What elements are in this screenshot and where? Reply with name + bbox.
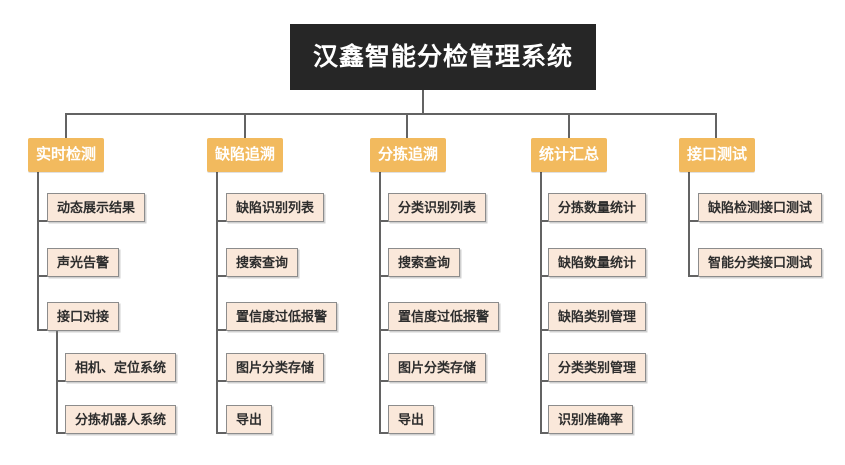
connector-line	[688, 220, 698, 222]
connector-line	[65, 113, 67, 138]
connector-line	[688, 172, 690, 277]
node-defect-quantity-stats[interactable]: 缺陷数量统计	[548, 248, 647, 277]
connector-line	[216, 172, 218, 434]
connector-line	[540, 432, 548, 434]
connector-line	[540, 275, 548, 277]
connector-line	[37, 275, 47, 277]
branch-node-realtime-detection[interactable]: 实时检测	[28, 138, 104, 172]
connector-line	[37, 172, 39, 331]
node-defect-category-management[interactable]: 缺陷类别管理	[548, 302, 647, 331]
connector-line	[37, 329, 56, 331]
node-interface-docking[interactable]: 接口对接	[47, 302, 120, 331]
node-export-defect[interactable]: 导出	[226, 405, 273, 434]
connector-line	[688, 275, 698, 277]
node-image-classified-storage-defect[interactable]: 图片分类存储	[226, 353, 325, 382]
node-defect-detection-api-test[interactable]: 缺陷检测接口测试	[698, 193, 823, 222]
node-sound-light-alarm[interactable]: 声光告警	[47, 248, 120, 277]
connector-line	[540, 172, 542, 434]
branch-node-sorting-trace[interactable]: 分拣追溯	[370, 138, 446, 172]
connector-line	[216, 329, 226, 331]
connector-line	[540, 220, 548, 222]
node-smart-classification-api-test[interactable]: 智能分类接口测试	[698, 248, 823, 277]
node-low-confidence-alarm-defect[interactable]: 置信度过低报警	[226, 302, 338, 331]
connector-line	[216, 432, 226, 434]
node-sorting-robot-system[interactable]: 分拣机器人系统	[65, 405, 177, 434]
root-node-title[interactable]: 汉鑫智能分检管理系统	[290, 24, 596, 90]
connector-line	[56, 380, 65, 382]
node-class-category-management[interactable]: 分类类别管理	[548, 353, 647, 382]
connector-line	[406, 113, 408, 138]
connector-line	[568, 113, 570, 138]
node-recognition-accuracy[interactable]: 识别准确率	[548, 405, 634, 434]
node-dynamic-display-result[interactable]: 动态展示结果	[47, 193, 146, 222]
connector-line	[65, 113, 717, 115]
node-class-recognition-list[interactable]: 分类识别列表	[388, 193, 487, 222]
connector-line	[379, 432, 388, 434]
node-sorting-quantity-stats[interactable]: 分拣数量统计	[548, 193, 647, 222]
node-defect-recognition-list[interactable]: 缺陷识别列表	[226, 193, 325, 222]
node-export-sorting[interactable]: 导出	[388, 405, 435, 434]
connector-line	[540, 329, 548, 331]
node-search-query-sorting[interactable]: 搜索查询	[388, 248, 461, 277]
node-search-query-defect[interactable]: 搜索查询	[226, 248, 299, 277]
branch-node-defect-trace[interactable]: 缺陷追溯	[207, 138, 283, 172]
connector-line	[56, 432, 65, 434]
node-image-classified-storage-sorting[interactable]: 图片分类存储	[388, 353, 487, 382]
node-camera-positioning-system[interactable]: 相机、定位系统	[65, 353, 177, 382]
connector-line	[379, 275, 388, 277]
connector-line	[379, 220, 388, 222]
connector-line	[379, 329, 388, 331]
connector-line	[715, 113, 717, 138]
node-low-confidence-alarm-sorting[interactable]: 置信度过低报警	[388, 302, 500, 331]
branch-node-statistics-summary[interactable]: 统计汇总	[531, 138, 607, 172]
connector-line	[37, 220, 47, 222]
connector-line	[540, 380, 548, 382]
connector-line	[379, 380, 388, 382]
connector-line	[244, 113, 246, 138]
connector-line	[379, 172, 381, 434]
connector-line	[216, 380, 226, 382]
connector-line	[216, 275, 226, 277]
connector-line	[216, 220, 226, 222]
branch-node-interface-test[interactable]: 接口测试	[679, 138, 755, 172]
connector-line	[422, 90, 424, 113]
